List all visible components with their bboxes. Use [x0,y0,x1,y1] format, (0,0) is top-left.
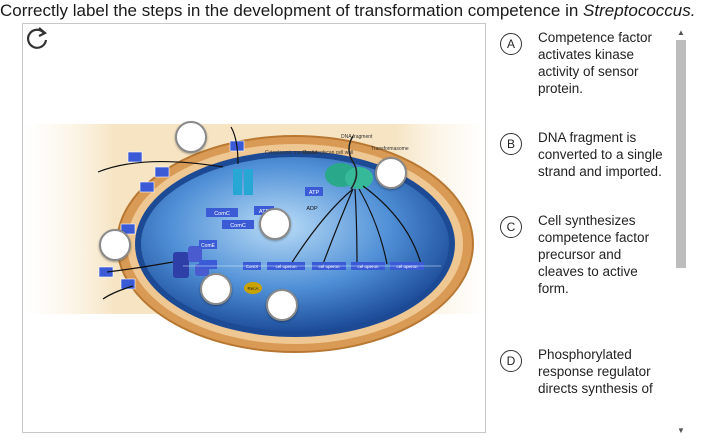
option-text-b: DNA fragment is converted to a single st… [538,130,663,179]
com-e-label: ComE [201,243,216,249]
peptidoglycan-label: Peptidoglycan cell wall [303,150,353,156]
cytoplasmic-membrane-label: Cytoplasmic membrane [265,150,318,156]
com-e-box [199,240,217,249]
csp-molecule-2 [154,166,170,178]
option-text-d: Phosphorylated response regulator direct… [538,347,653,396]
operon-label-1: cel operon [275,264,297,269]
scroll-up-icon[interactable]: ▲ [677,28,685,37]
com-x-label: ComX [246,264,259,269]
csp-molecule-6 [98,266,114,278]
drop-target-4[interactable] [99,229,131,261]
com-d-receptor [173,252,189,278]
transformasome-lobe [345,167,373,189]
drop-target-5[interactable] [200,273,232,305]
drop-target-1[interactable] [175,121,207,153]
dna-fragment-label: DNA fragment [341,134,373,140]
question-text: Correctly label the steps in the develop… [0,1,584,20]
scroll-down-icon[interactable]: ▼ [677,426,685,435]
rec-a-protein [244,282,262,294]
option-letter-d: D [500,350,522,372]
figure-panel: ComC ComC ATP ATP ADP ComE ComX cel oper… [22,23,487,433]
reset-icon[interactable] [23,24,51,52]
adp-label: ADP [306,206,318,212]
transformasome-label: Transformasome [371,146,409,152]
dna-strand [348,135,358,190]
drop-target-2[interactable] [375,157,407,189]
operon-label-4: cel operon [396,264,418,269]
atp-label-top: ATP [309,190,320,196]
csp-export-arrows [97,126,239,300]
com-a-transporter-right [244,169,253,195]
option-letter-c: C [500,216,522,238]
csp-molecule-3 [139,181,155,193]
com-c-box-1 [206,208,238,217]
question-organism: Streptococcus. [583,1,696,20]
option-text-a: Competence factor activates kinase activ… [538,30,653,96]
option-letter-b: B [500,133,522,155]
scroll-thumb[interactable] [676,40,686,268]
drop-target-3[interactable] [259,208,291,240]
operon-label-3: cel operon [357,264,379,269]
atp-box-top [305,187,323,196]
com-e-protein [188,246,202,262]
com-c-label-1: ComC [214,211,230,217]
question-prompt: Correctly label the steps in the develop… [0,1,695,21]
options-panel: A Competence factor activates kinase act… [496,23,686,437]
rec-a-label: RecA [247,286,258,291]
com-c-label-2: ComC [230,223,246,229]
dna-import-arrows [290,185,422,265]
cell-diagram: ComC ComC ATP ATP ADP ComE ComX cel oper… [23,124,487,353]
option-text-c: Cell synthesizes competence factor precu… [538,213,650,296]
csp-molecule-5 [120,223,136,235]
options-scrollbar[interactable]: ▲ ▼ [675,28,687,436]
operon-label-2: cel operon [318,264,340,269]
option-letter-a: A [500,33,522,55]
csp-molecule-1 [127,151,143,163]
com-a-transporter-left [233,169,242,195]
com-e-box-2 [199,260,217,269]
atp-box-left [254,206,274,215]
csp-molecule-7 [120,278,136,290]
drop-target-6[interactable] [266,289,298,321]
com-c-box-2 [222,220,254,229]
operon-row: ComX cel operon cel operon cel operon ce… [183,262,441,270]
